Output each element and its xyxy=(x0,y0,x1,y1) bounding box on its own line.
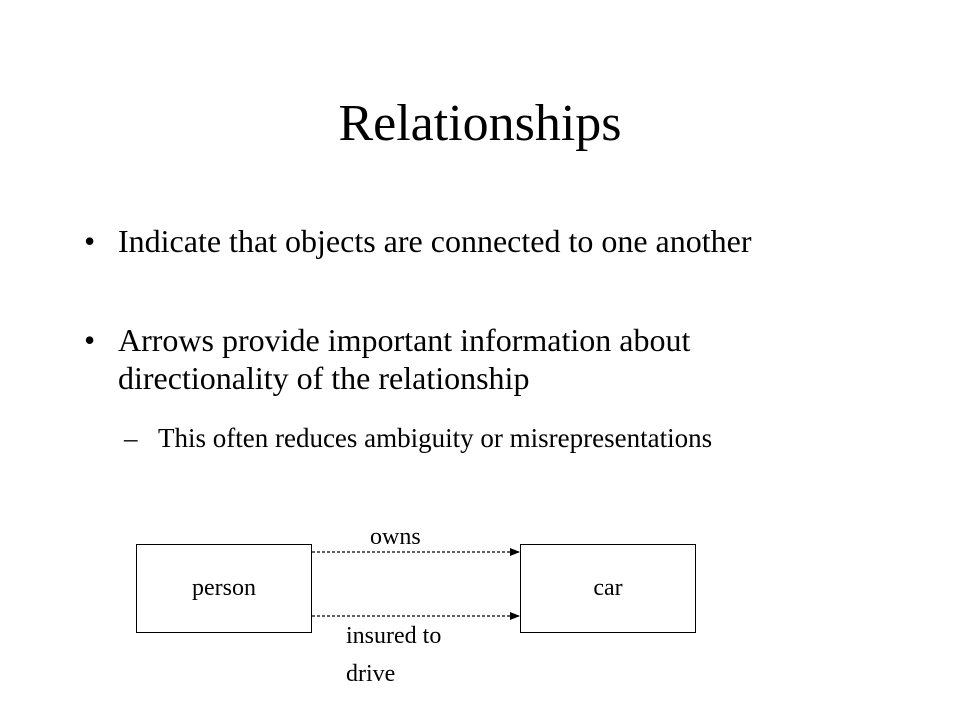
bullet-marker: • xyxy=(84,322,96,358)
node-person: person xyxy=(136,544,312,633)
subbullet-item: – This often reduces ambiguity or misrep… xyxy=(124,422,824,455)
bullet-marker: • xyxy=(84,223,96,259)
edge-label-insured-to-drive: insured to drive xyxy=(346,623,442,687)
edge-label-owns: owns xyxy=(370,524,421,550)
bullet-text: Indicate that objects are connected to o… xyxy=(118,223,752,259)
bullet-text: Arrows provide important information abo… xyxy=(118,322,691,396)
bullet-item: • Arrows provide important information a… xyxy=(84,321,864,397)
node-car: car xyxy=(520,544,696,633)
slide-title: Relationships xyxy=(338,95,622,152)
subbullet-marker: – xyxy=(124,423,138,453)
bullet-item: • Indicate that objects are connected to… xyxy=(84,222,864,260)
subbullet-text: This often reduces ambiguity or misrepre… xyxy=(158,423,713,453)
